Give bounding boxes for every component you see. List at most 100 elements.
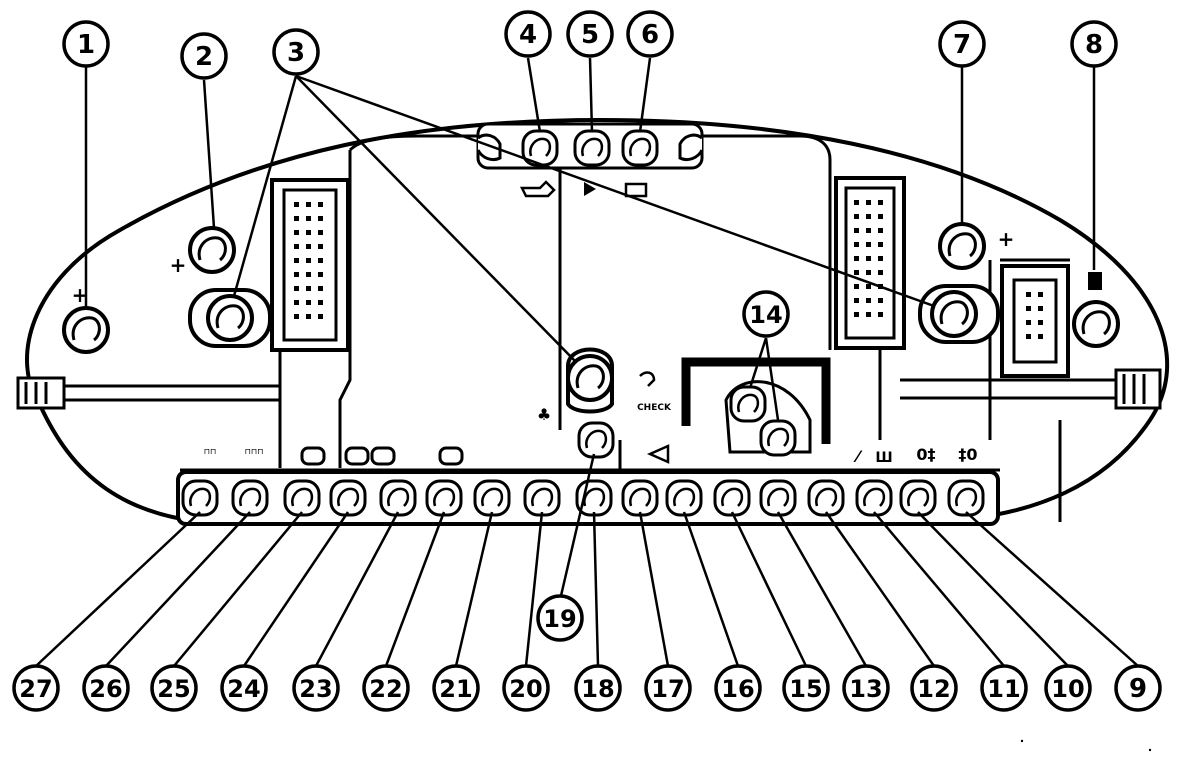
callout-label-16: 16: [721, 675, 754, 703]
indicator-symbols: ⊓⊓ ⊓⊓⊓ ⁄ Ш 0‡ ‡0: [204, 445, 978, 466]
callout-label-20: 20: [509, 675, 542, 703]
socket-7: [938, 222, 986, 270]
speck: [1148, 748, 1152, 752]
callout-1: 1: [62, 20, 110, 68]
socket-21: [473, 479, 511, 517]
callout-label-8: 8: [1085, 30, 1103, 60]
leader-21: [454, 511, 494, 667]
callout-5: 5: [566, 10, 614, 58]
callout-14: 14: [742, 290, 790, 338]
battery-icon: [624, 182, 648, 198]
socket-3c: [930, 290, 978, 338]
leader-20: [524, 511, 544, 667]
callout-label-13: 13: [849, 675, 882, 703]
callout-label-14: 14: [749, 301, 782, 329]
callout-11: 11: [980, 664, 1028, 712]
socket-25: [283, 479, 321, 517]
callout-label-3: 3: [287, 38, 305, 68]
brake-icon: [639, 371, 656, 387]
leader-23: [314, 511, 400, 667]
right-socket-group: +: [918, 222, 1120, 348]
socket-3b: [566, 354, 614, 402]
socket-5: [573, 129, 611, 167]
turn-signal-icon: [646, 444, 670, 464]
callout-21: 21: [432, 664, 480, 712]
callout-label-18: 18: [581, 675, 614, 703]
callout-2: 2: [180, 32, 228, 80]
check-label: CHECK: [637, 403, 672, 413]
callout-18: 18: [574, 664, 622, 712]
socket-8: [1072, 300, 1120, 348]
socket-2: [188, 226, 236, 274]
callout-3: 3: [272, 28, 320, 76]
socket-27: [181, 479, 219, 517]
leader-9: [965, 511, 1139, 667]
mini-label-a: ⊓⊓: [204, 447, 216, 456]
callout-label-7: 7: [953, 30, 971, 60]
callout-label-23: 23: [299, 675, 332, 703]
callout-19: 19: [536, 594, 584, 642]
callout-label-10: 10: [1051, 675, 1084, 703]
callout-12: 12: [910, 664, 958, 712]
callout-20: 20: [502, 664, 550, 712]
callout-label-11: 11: [987, 675, 1020, 703]
socket-22: [425, 479, 463, 517]
callout-23: 23: [292, 664, 340, 712]
callout-label-2: 2: [195, 42, 213, 72]
callout-label-26: 26: [89, 675, 122, 703]
socket-14b: [759, 419, 797, 457]
socket-10: [899, 479, 937, 517]
wiper-icon: ⁄: [853, 447, 863, 466]
socket-12: [807, 479, 845, 517]
callout-27: 27: [12, 664, 60, 712]
callout-label-17: 17: [651, 675, 684, 703]
socket-3a: [206, 294, 254, 342]
callout-15: 15: [782, 664, 830, 712]
left-socket-group: + +: [62, 226, 272, 354]
plus-sign-left: +: [72, 283, 89, 307]
callout-17: 17: [644, 664, 692, 712]
callout-26: 26: [82, 664, 130, 712]
leader-27: [35, 511, 201, 667]
leader-12: [824, 511, 936, 667]
callout-label-12: 12: [917, 675, 950, 703]
leader-15: [730, 511, 808, 667]
mini-label-b: ⊓⊓⊓: [245, 447, 264, 456]
socket-1: [62, 306, 110, 354]
callout-label-6: 6: [641, 20, 659, 50]
callout-8: 8: [1070, 20, 1118, 68]
callout-13: 13: [842, 664, 890, 712]
socket-19: [577, 421, 615, 459]
callout-7: 7: [938, 20, 986, 68]
callout-9: 9: [1114, 664, 1162, 712]
oil-pressure-icon: [519, 180, 556, 198]
headlight-icon: [584, 182, 596, 196]
callout-label-5: 5: [581, 20, 599, 50]
bottom-leader-lines: [35, 511, 1139, 667]
leader-10: [917, 511, 1069, 667]
socket-23: [379, 479, 417, 517]
socket-14a: [729, 385, 767, 423]
socket-16: [665, 479, 703, 517]
socket-26: [231, 479, 269, 517]
bottom-socket-strip: [176, 470, 1000, 526]
left-connector: [270, 178, 350, 352]
aux-connector: [1000, 264, 1102, 378]
leader-lines: [84, 57, 1096, 601]
leader-22: [384, 511, 446, 667]
socket-20: [523, 479, 561, 517]
socket-13: [759, 479, 797, 517]
callout-label-25: 25: [157, 675, 190, 703]
plus-sign-right: +: [998, 227, 1015, 251]
socket-11: [855, 479, 893, 517]
top-socket-strip: [476, 122, 704, 198]
leader-13: [776, 511, 868, 667]
rear-defrost-icon: Ш: [875, 450, 892, 466]
callout-label-9: 9: [1129, 674, 1147, 704]
callout-label-21: 21: [439, 675, 472, 703]
front-fog-icon: ‡0: [958, 445, 977, 464]
socket-15: [713, 479, 751, 517]
callout-24: 24: [220, 664, 268, 712]
callout-label-19: 19: [543, 605, 576, 633]
